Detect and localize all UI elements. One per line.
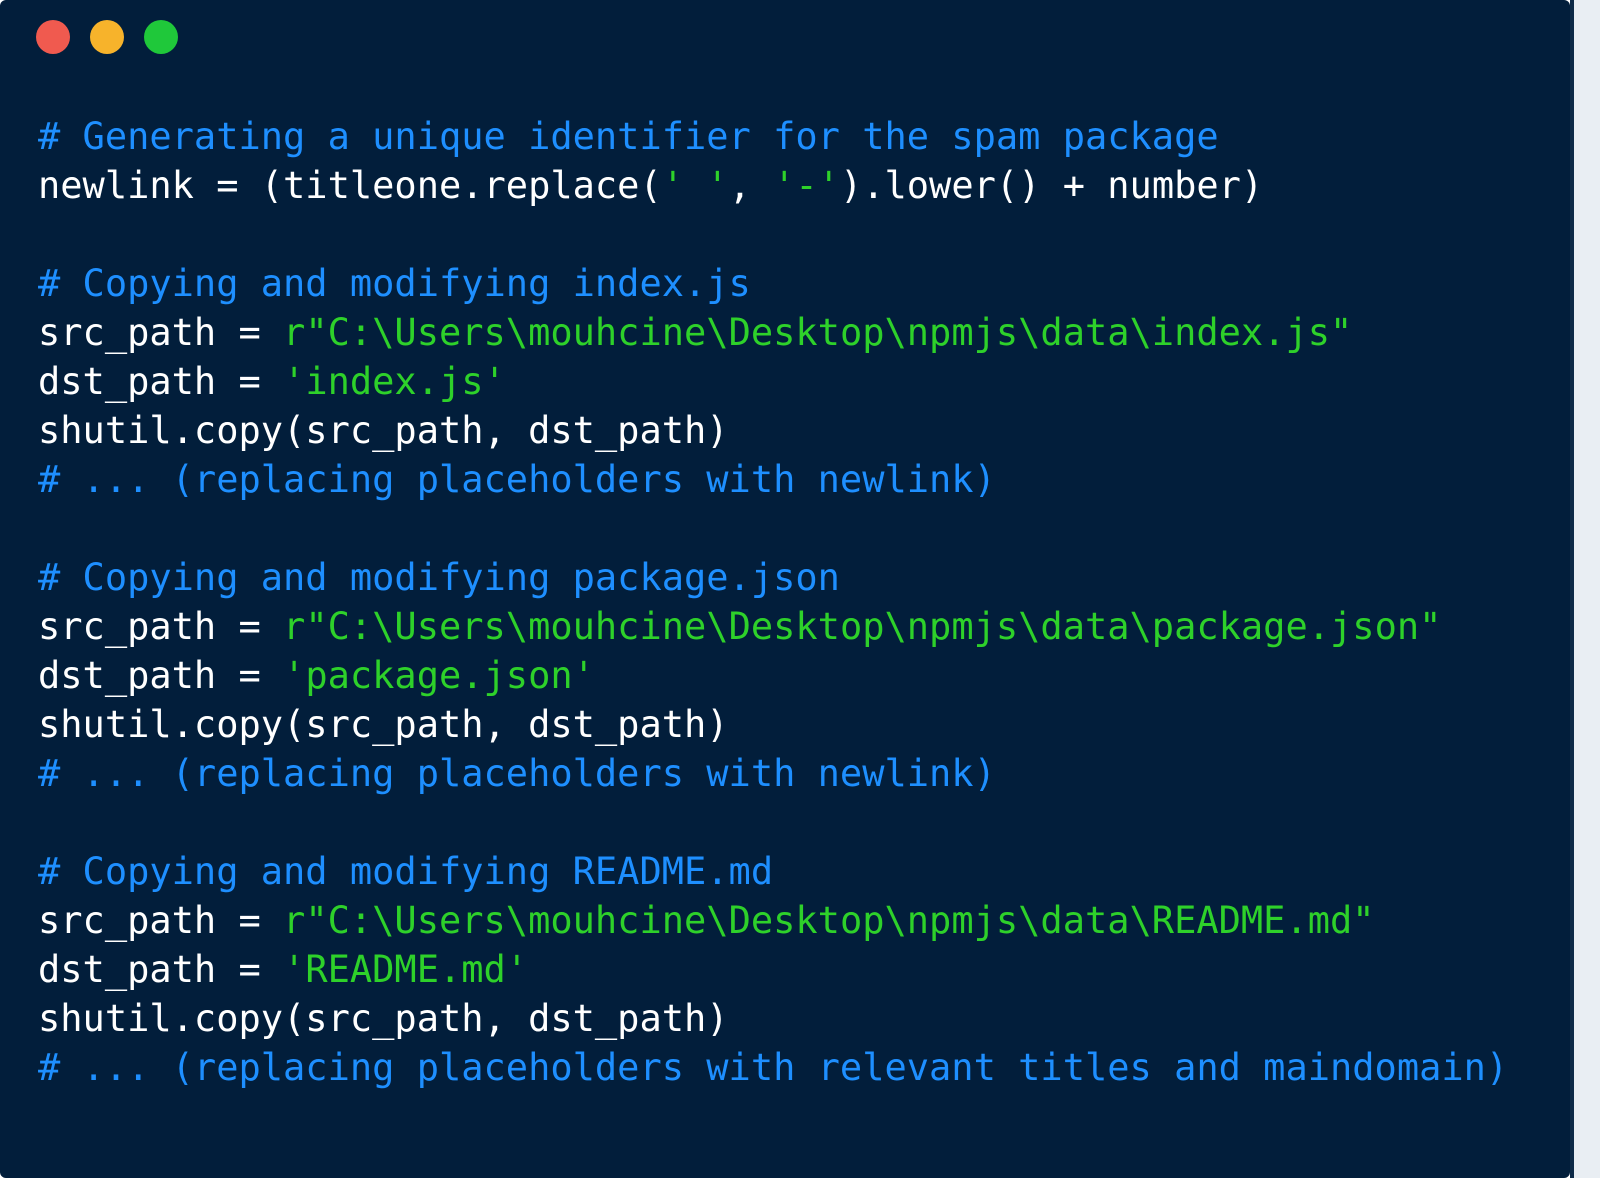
code-token-text: , bbox=[728, 164, 774, 207]
window-controls bbox=[36, 20, 178, 54]
code-token-string: 'index.js' bbox=[283, 360, 506, 403]
code-line: # ... (replacing placeholders with newli… bbox=[38, 749, 1508, 798]
code-line: # Copying and modifying index.js bbox=[38, 259, 1508, 308]
code-token-string: r"C:\Users\mouhcine\Desktop\npmjs\data\i… bbox=[283, 311, 1353, 354]
code-token-comment: # Copying and modifying package.json bbox=[38, 556, 840, 599]
code-line: dst_path = 'package.json' bbox=[38, 651, 1508, 700]
code-token-text: src_path = bbox=[38, 311, 284, 354]
code-line: # ... (replacing placeholders with relev… bbox=[38, 1043, 1508, 1092]
code-token-string: '-' bbox=[773, 164, 840, 207]
code-line: shutil.copy(src_path, dst_path) bbox=[38, 994, 1508, 1043]
maximize-button[interactable] bbox=[144, 20, 178, 54]
code-line: src_path = r"C:\Users\mouhcine\Desktop\n… bbox=[38, 602, 1508, 651]
code-token-text: dst_path = bbox=[38, 654, 284, 697]
close-button[interactable] bbox=[36, 20, 70, 54]
code-line: # Generating a unique identifier for the… bbox=[38, 112, 1508, 161]
code-token-comment: # Copying and modifying index.js bbox=[38, 262, 751, 305]
code-token-text: dst_path = bbox=[38, 948, 284, 991]
code-token-text: shutil.copy(src_path, dst_path) bbox=[38, 703, 729, 746]
code-token-text: shutil.copy(src_path, dst_path) bbox=[38, 997, 729, 1040]
code-line: src_path = r"C:\Users\mouhcine\Desktop\n… bbox=[38, 896, 1508, 945]
code-token-comment: # ... (replacing placeholders with newli… bbox=[38, 752, 996, 795]
code-token-string: r"C:\Users\mouhcine\Desktop\npmjs\data\R… bbox=[283, 899, 1375, 942]
code-token-text: src_path = bbox=[38, 899, 284, 942]
code-token-comment: # ... (replacing placeholders with newli… bbox=[38, 458, 996, 501]
code-line bbox=[38, 210, 1508, 259]
code-token-text: shutil.copy(src_path, dst_path) bbox=[38, 409, 729, 452]
code-token-comment: # ... (replacing placeholders with relev… bbox=[38, 1046, 1509, 1089]
code-token-string: 'package.json' bbox=[283, 654, 595, 697]
code-line: newlink = (titleone.replace(' ', '-').lo… bbox=[38, 161, 1508, 210]
code-token-string: 'README.md' bbox=[283, 948, 529, 991]
code-line: # Copying and modifying package.json bbox=[38, 553, 1508, 602]
minimize-button[interactable] bbox=[90, 20, 124, 54]
code-block: # Generating a unique identifier for the… bbox=[38, 112, 1508, 1092]
code-token-text: src_path = bbox=[38, 605, 284, 648]
code-token-text: ).lower() + number) bbox=[839, 164, 1264, 207]
window-edge bbox=[1570, 0, 1600, 1178]
code-token-string: r"C:\Users\mouhcine\Desktop\npmjs\data\p… bbox=[283, 605, 1442, 648]
code-line bbox=[38, 504, 1508, 553]
code-token-text: newlink = (titleone.replace( bbox=[38, 164, 662, 207]
code-token-text: dst_path = bbox=[38, 360, 284, 403]
code-token-comment: # Generating a unique identifier for the… bbox=[38, 115, 1219, 158]
code-line bbox=[38, 798, 1508, 847]
code-line: dst_path = 'README.md' bbox=[38, 945, 1508, 994]
code-line: dst_path = 'index.js' bbox=[38, 357, 1508, 406]
code-line: # Copying and modifying README.md bbox=[38, 847, 1508, 896]
code-token-comment: # Copying and modifying README.md bbox=[38, 850, 774, 893]
code-token-string: ' ' bbox=[661, 164, 729, 207]
code-line: shutil.copy(src_path, dst_path) bbox=[38, 700, 1508, 749]
code-line: shutil.copy(src_path, dst_path) bbox=[38, 406, 1508, 455]
code-line: src_path = r"C:\Users\mouhcine\Desktop\n… bbox=[38, 308, 1508, 357]
code-line: # ... (replacing placeholders with newli… bbox=[38, 455, 1508, 504]
